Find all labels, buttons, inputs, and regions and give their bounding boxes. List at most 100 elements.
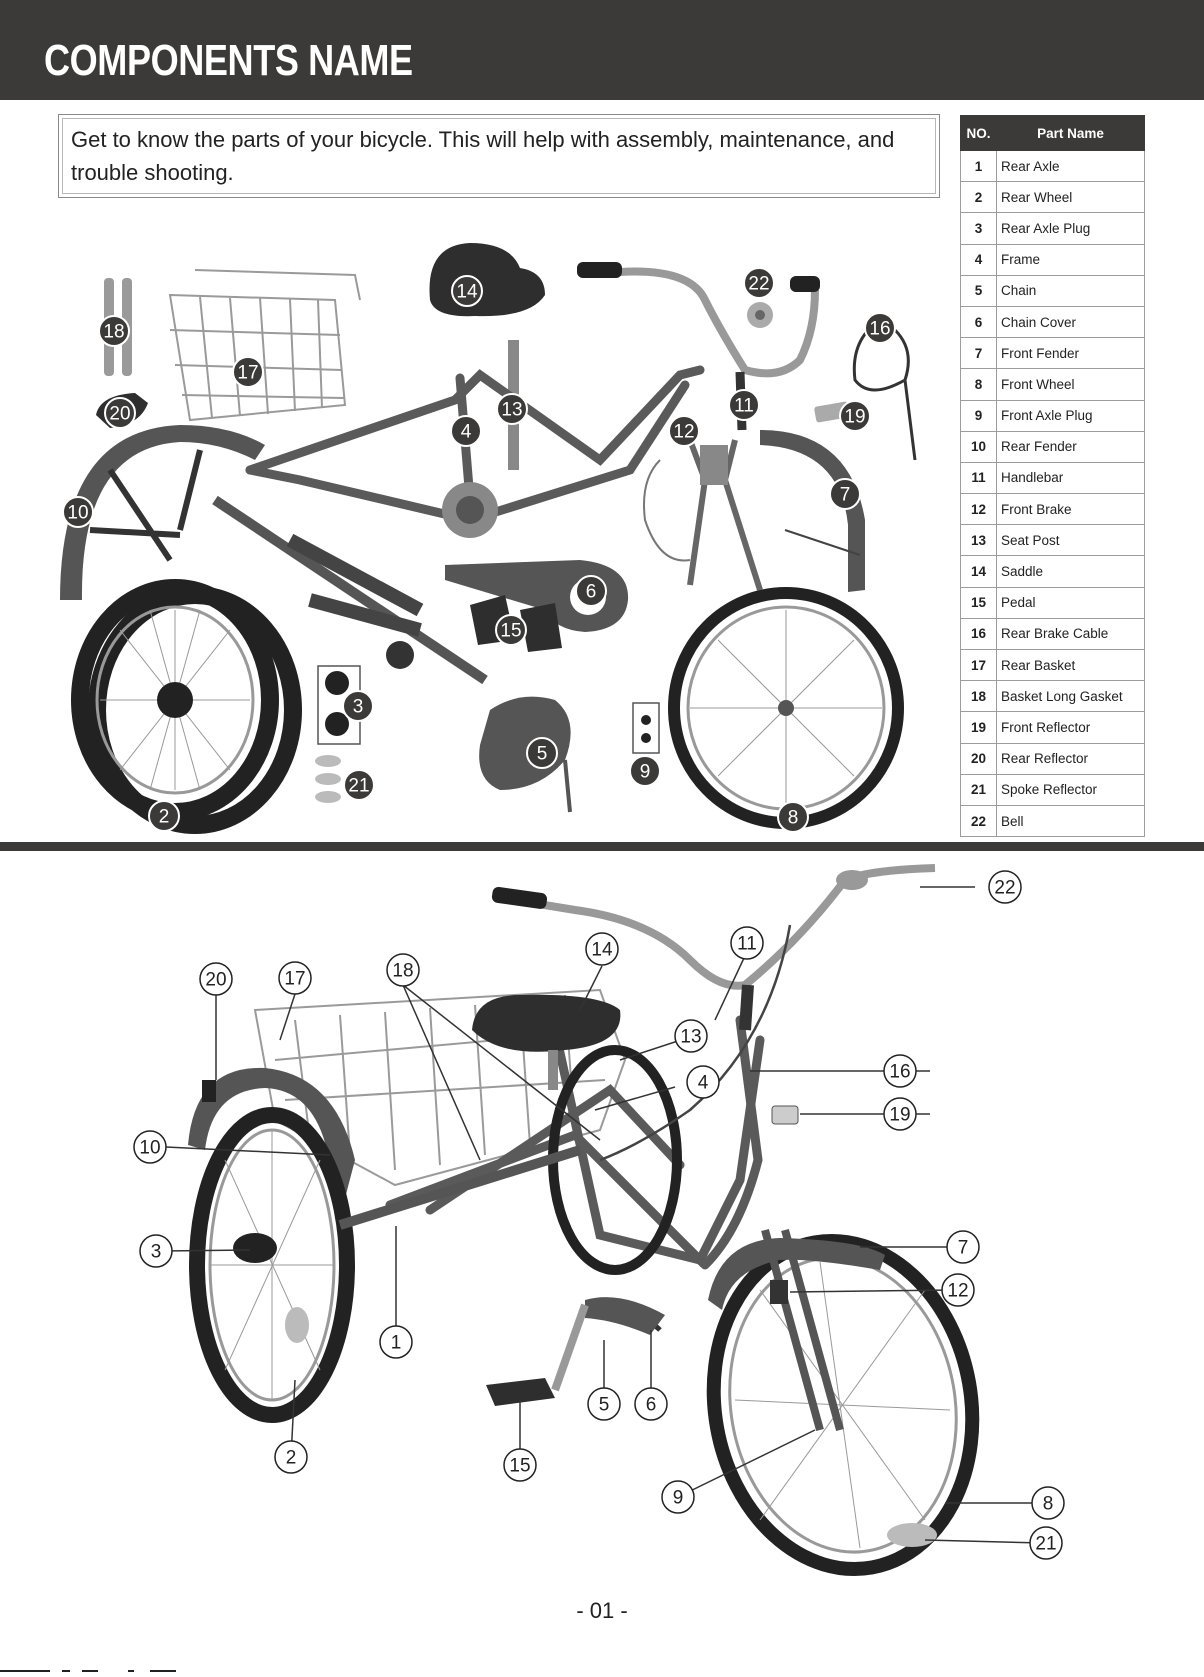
- callout-14: 14: [451, 275, 483, 307]
- callout-number: 20: [205, 970, 226, 991]
- callout-number: 9: [673, 1488, 684, 1509]
- callout-number: 1: [391, 1333, 402, 1354]
- callout-number: 7: [840, 485, 851, 506]
- front-axle-plug-drawing: [632, 702, 660, 754]
- callout-16: 16: [864, 312, 896, 344]
- callout-22: 22: [743, 267, 775, 299]
- assembled-front-brake: [770, 1280, 788, 1304]
- part-name: Chain Cover: [996, 305, 1145, 339]
- spoke-reflector-drawing: [315, 755, 341, 803]
- callout-number: 18: [103, 322, 124, 343]
- assembled-pedal: [486, 1378, 555, 1406]
- callout-21-bottom: 21: [1029, 1526, 1063, 1560]
- callout-number: 16: [889, 1062, 910, 1083]
- callout-number: 5: [599, 1395, 610, 1416]
- callout-number: 6: [586, 582, 597, 603]
- callout-9-bottom: 9: [661, 1480, 695, 1514]
- callout-17: 17: [232, 356, 264, 388]
- callout-number: 8: [788, 808, 799, 829]
- part-number: 5: [960, 274, 997, 307]
- part-name: Front Fender: [996, 337, 1145, 370]
- callout-10: 10: [62, 496, 94, 528]
- callout-number: 11: [734, 396, 754, 417]
- part-name: Handlebar: [996, 461, 1145, 495]
- callout-19: 19: [839, 400, 871, 432]
- exploded-parts-diagram: 2 3 4 5 6 7 8 9 10 11 12 13 14 15 16 17 …: [60, 243, 917, 834]
- column-header-no: NO.: [960, 115, 997, 151]
- assembled-chain-cover: [585, 1297, 665, 1335]
- intro-text: Get to know the parts of your bicycle. T…: [71, 127, 895, 185]
- callout-12: 12: [668, 415, 700, 447]
- rear-brake-cable-drawing: [852, 318, 917, 461]
- assembled-rear-axle: [338, 1145, 582, 1230]
- callout-number: 22: [994, 878, 1015, 899]
- part-number: 3: [960, 212, 997, 245]
- callout-number: 18: [392, 961, 413, 982]
- callout-number: 14: [591, 940, 613, 961]
- part-number: 22: [960, 804, 997, 838]
- section-divider: [0, 842, 1204, 851]
- callout-number: 10: [139, 1138, 160, 1159]
- callout-1: 1: [379, 1325, 413, 1359]
- assembled-rear-wheel: [189, 1107, 355, 1423]
- callout-number: 19: [844, 407, 865, 428]
- part-number: 19: [960, 711, 997, 744]
- callout-number: 17: [237, 363, 258, 384]
- callout-number: 15: [500, 621, 521, 642]
- callout-4: 4: [450, 415, 482, 447]
- assembled-rear-reflector: [202, 1080, 216, 1102]
- callout-22-bottom: 22: [988, 870, 1022, 904]
- part-number: 11: [960, 461, 997, 495]
- page-number: - 01 -: [576, 1598, 628, 1623]
- part-name: Saddle: [996, 555, 1145, 588]
- part-name: Rear Brake Cable: [996, 617, 1145, 651]
- callout-2-bottom: 2: [274, 1440, 308, 1474]
- callout-18-bottom: 18: [386, 953, 420, 987]
- intro-box-inner-border: [62, 118, 936, 194]
- callout-number: 14: [456, 282, 478, 303]
- callout-7-bottom: 7: [946, 1230, 980, 1264]
- assembled-front-reflector: [771, 1105, 799, 1125]
- callout-number: 9: [640, 762, 651, 783]
- rear-axle-drawing: [212, 495, 488, 685]
- assembled-rear-brake-cable: [599, 924, 792, 1162]
- column-header-part-name: Part Name: [996, 115, 1145, 151]
- callout-number: 11: [737, 934, 757, 955]
- callout-19-bottom: 19: [883, 1097, 917, 1131]
- part-number: 2: [960, 181, 997, 214]
- callout-number: 7: [958, 1238, 969, 1259]
- callout-17-bottom: 17: [278, 961, 312, 995]
- callout-number: 16: [869, 319, 890, 340]
- part-name: Chain: [996, 274, 1145, 307]
- callout-number: 4: [461, 422, 472, 443]
- callout-13-bottom: 13: [674, 1019, 708, 1053]
- callout-3: 3: [342, 690, 374, 722]
- callout-18: 18: [98, 315, 130, 347]
- assembled-bell: [836, 870, 868, 890]
- callout-number: 3: [353, 697, 364, 718]
- front-fender-drawing: [760, 430, 865, 592]
- callout-20-bottom: 20: [199, 962, 233, 996]
- callout-5: 5: [526, 737, 558, 769]
- callout-8-bottom: 8: [1031, 1486, 1065, 1520]
- part-name: Rear Reflector: [996, 742, 1145, 775]
- callout-13: 13: [496, 393, 528, 425]
- part-name: Basket Long Gasket: [996, 680, 1145, 713]
- rear-basket-drawing: [168, 269, 361, 422]
- rear-fender-drawing: [60, 425, 265, 600]
- front-brake-drawing: [643, 438, 763, 591]
- callout-6: 6: [575, 575, 607, 607]
- rear-fender-stays: [89, 449, 203, 562]
- callout-11: 11: [728, 389, 760, 421]
- callout-9: 9: [629, 755, 661, 787]
- callout-number: 17: [284, 969, 305, 990]
- leader-lines: [161, 886, 1044, 1544]
- part-name: Rear Basket: [996, 648, 1145, 682]
- footer-marks: [0, 1670, 176, 1672]
- callout-number: 15: [509, 1456, 530, 1477]
